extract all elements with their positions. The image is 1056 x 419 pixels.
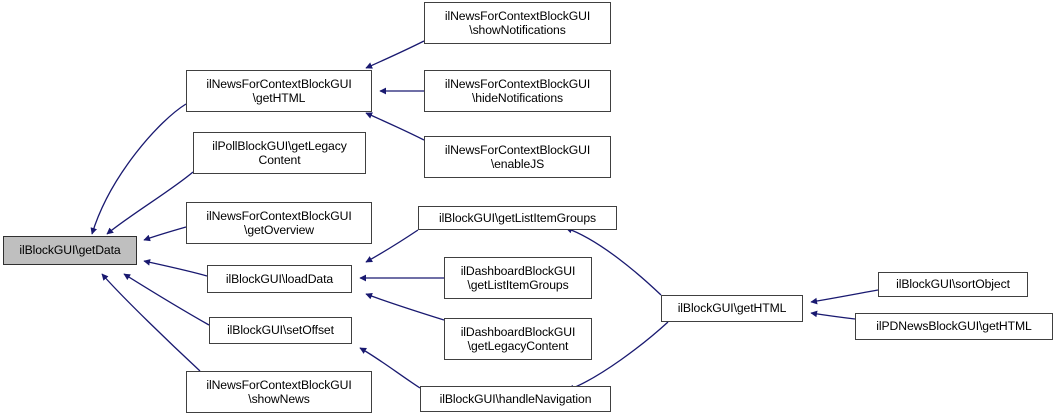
node-nfcShowNews[interactable]: ilNewsForContextBlockGUI \showNews	[186, 371, 372, 413]
edge-blockGetListItemGroups-to-loadData	[365, 229, 419, 263]
edge-nfcGetOverview-to-getData	[143, 226, 187, 242]
edge-setOffset-to-getData	[123, 273, 210, 326]
edge-dashGetLegacyContent-to-loadData	[365, 292, 445, 321]
edge-nfcShowNotifications-to-nfcGetHTML	[365, 40, 425, 69]
edge-pdNewsGetHTML-to-blockGetHTML	[810, 310, 856, 320]
node-nfcShowNotifications[interactable]: ilNewsForContextBlockGUI \showNotificati…	[424, 2, 611, 44]
node-handleNavigation[interactable]: ilBlockGUI\handleNavigation	[420, 386, 611, 412]
edge-handleNavigation-to-setOffset	[359, 347, 421, 389]
node-sortObject[interactable]: ilBlockGUI\sortObject	[878, 272, 1028, 297]
node-loadData[interactable]: ilBlockGUI\loadData	[207, 265, 352, 293]
node-blockGetListItemGroups[interactable]: ilBlockGUI\getListItemGroups	[418, 206, 617, 230]
node-nfcGetHTML[interactable]: ilNewsForContextBlockGUI \getHTML	[186, 70, 372, 112]
node-nfcHideNotifications[interactable]: ilNewsForContextBlockGUI \hideNotificati…	[424, 70, 611, 112]
edge-blockGetHTML-to-blockGetListItemGroups	[565, 226, 662, 296]
node-nfcGetOverview[interactable]: ilNewsForContextBlockGUI \getOverview	[186, 202, 372, 244]
node-nfcEnableJS[interactable]: ilNewsForContextBlockGUI \enableJS	[424, 136, 611, 178]
edge-pollGetLegacyContent-to-getData	[106, 171, 194, 235]
edge-loadData-to-getData	[143, 259, 208, 277]
node-blockGetHTML[interactable]: ilBlockGUI\getHTML	[661, 295, 803, 322]
node-setOffset[interactable]: ilBlockGUI\setOffset	[209, 317, 352, 344]
node-getData[interactable]: ilBlockGUI\getData	[3, 236, 137, 265]
node-dashGetLegacyContent[interactable]: ilDashboardBlockGUI \getLegacyContent	[444, 318, 592, 360]
node-dashGetListItemGroups[interactable]: ilDashboardBlockGUI \getListItemGroups	[444, 257, 592, 299]
edge-nfcEnableJS-to-nfcGetHTML	[365, 112, 425, 141]
node-pdNewsGetHTML[interactable]: ilPDNewsBlockGUI\getHTML	[855, 313, 1053, 340]
node-pollGetLegacyContent[interactable]: ilPollBlockGUI\getLegacy Content	[193, 132, 366, 174]
edge-blockGetHTML-to-handleNavigation	[567, 321, 669, 392]
edge-group	[90, 40, 879, 392]
edge-nfcGetHTML-to-getData	[90, 103, 187, 235]
edge-sortObject-to-blockGetHTML	[810, 289, 879, 305]
edge-nfcShowNews-to-getData	[101, 273, 201, 372]
